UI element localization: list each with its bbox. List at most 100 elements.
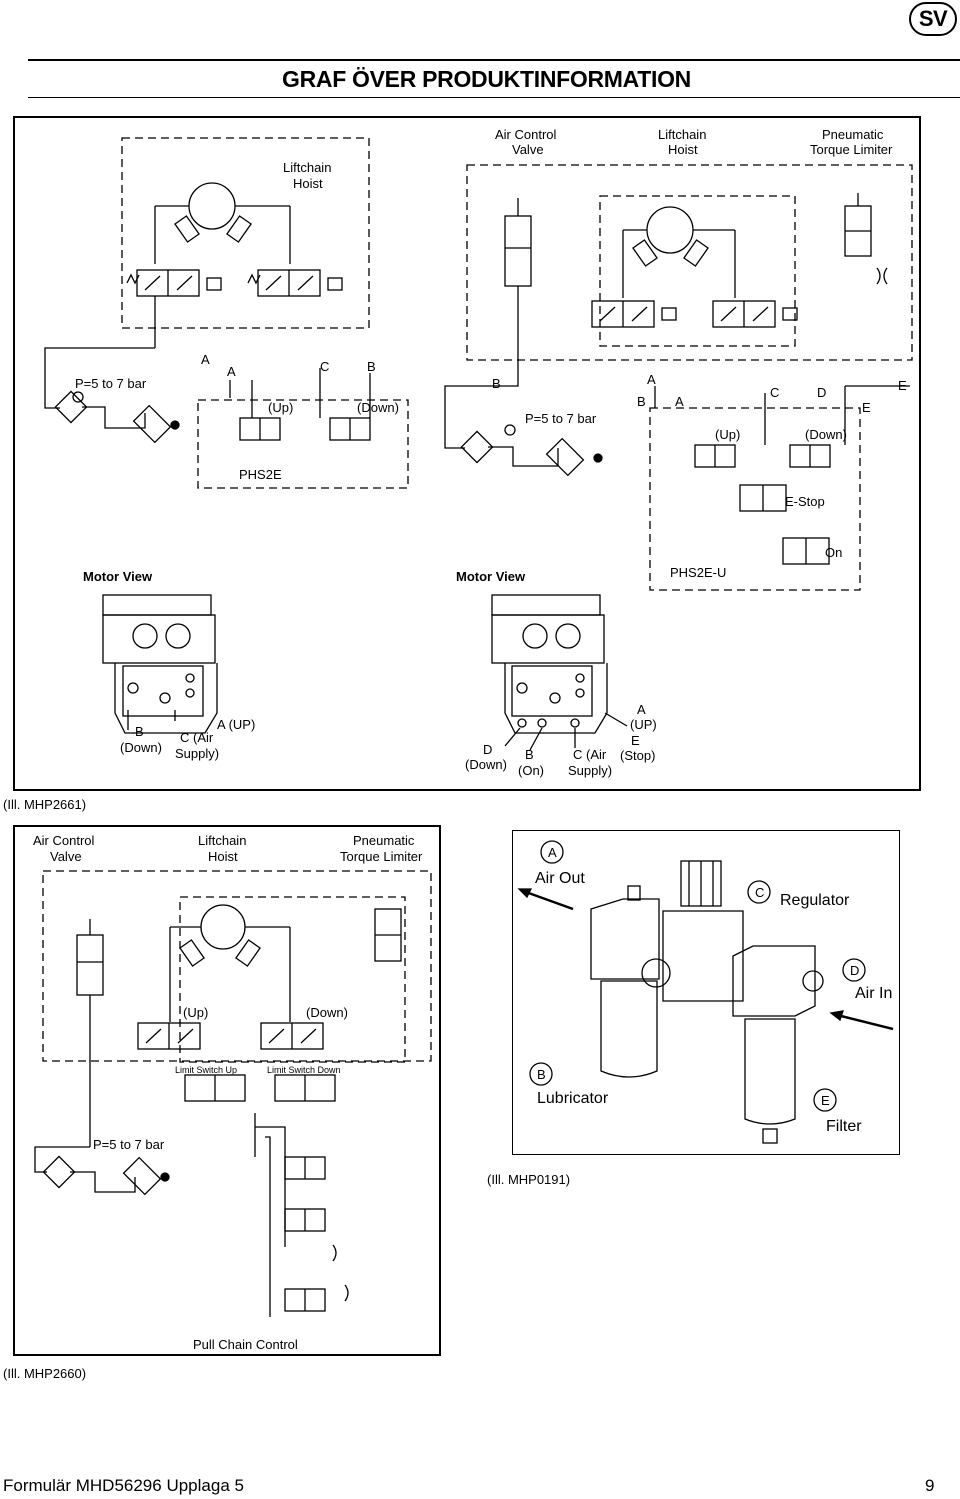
label-mv-left-b-sub: (Down) bbox=[120, 740, 162, 755]
marker-a bbox=[540, 840, 564, 864]
label-port-e-right-1: E bbox=[898, 378, 907, 393]
label-port-a-left-2: A bbox=[227, 364, 236, 379]
filter-head bbox=[732, 945, 816, 1017]
schematic-phs2e: Liftchain Hoist P=5 to 7 bar A A C B (Up… bbox=[44, 127, 913, 778]
label-motor-view-left: Motor View bbox=[83, 569, 153, 584]
fig2-pull-chain: Pull Chain Control bbox=[193, 1337, 298, 1352]
footer-page-number: 9 bbox=[925, 1476, 935, 1495]
label-pressure-right: P=5 to 7 bar bbox=[525, 411, 597, 426]
label-motor-view-right: Motor View bbox=[456, 569, 526, 584]
fig3-e: E bbox=[821, 1093, 830, 1108]
motor-view-left bbox=[102, 594, 218, 734]
hoist-motor-right bbox=[646, 206, 694, 254]
label-down-right: (Down) bbox=[805, 427, 847, 442]
label-up-left: (Up) bbox=[268, 400, 293, 415]
lubricator-body bbox=[590, 898, 660, 980]
marker-b bbox=[529, 1062, 553, 1086]
label-mv-left-c: C (Air bbox=[180, 730, 214, 745]
label-mv-right-e-sub: (Stop) bbox=[620, 748, 655, 763]
label-mv-right-d: D bbox=[483, 742, 492, 757]
label-down-left: (Down) bbox=[357, 400, 399, 415]
label-mv-left-a: A (UP) bbox=[217, 717, 255, 732]
label-ptl-2: Torque Limiter bbox=[810, 142, 893, 157]
caption-mhp2661: (Ill. MHP2661) bbox=[3, 797, 87, 812]
schematic-pull-chain-frame: Air Control Valve Liftchain Hoist Pneuma… bbox=[13, 825, 441, 1356]
label-on: On bbox=[825, 545, 842, 560]
label-mv-right-c-sub: Supply) bbox=[568, 763, 612, 778]
fig2-ls-up: Limit Switch Up bbox=[175, 1065, 237, 1075]
label-acv-1: Air Control bbox=[495, 127, 557, 142]
title-underline bbox=[28, 97, 960, 98]
language-badge: SV bbox=[909, 2, 957, 36]
fig2-ptl-1: Pneumatic bbox=[353, 833, 415, 848]
fig2-ptl-2: Torque Limiter bbox=[340, 849, 423, 864]
phs2e-box bbox=[197, 399, 409, 489]
label-pressure-left: P=5 to 7 bar bbox=[75, 376, 147, 391]
label-model-phs2e-u: PHS2E-U bbox=[670, 565, 726, 580]
regulator-body bbox=[662, 910, 744, 1002]
marker-e bbox=[813, 1088, 837, 1112]
caption-mhp2660: (Ill. MHP2660) bbox=[3, 1366, 87, 1381]
frl-unit-frame: A Air Out C Regulator D Air In B Lubrica… bbox=[512, 830, 900, 1155]
label-port-c-right: C bbox=[770, 385, 779, 400]
header-divider bbox=[28, 59, 960, 61]
fig3-d: D bbox=[850, 963, 859, 978]
label-hoist-left-2: Hoist bbox=[293, 176, 323, 191]
label-port-a-left-1: A bbox=[201, 352, 210, 367]
schematic-phs2e-frame: Liftchain Hoist P=5 to 7 bar A A C B (Up… bbox=[13, 116, 921, 791]
hoist-motor-fig2 bbox=[200, 904, 246, 950]
fig3-d-label: Air In bbox=[855, 985, 892, 1002]
label-mv-right-c: C (Air bbox=[573, 747, 607, 762]
label-port-a-right-2: A bbox=[675, 394, 684, 409]
label-port-d-right: D bbox=[817, 385, 826, 400]
label-estop: E-Stop bbox=[785, 494, 825, 509]
label-ptl-1: Pneumatic bbox=[822, 127, 884, 142]
label-model-phs2e: PHS2E bbox=[239, 467, 282, 482]
label-mv-right-b-sub: (On) bbox=[518, 763, 544, 778]
fig2-pressure: P=5 to 7 bar bbox=[93, 1137, 165, 1152]
schematic-pull-chain: Air Control Valve Liftchain Hoist Pneuma… bbox=[33, 833, 432, 1352]
motor-view-right bbox=[491, 594, 628, 751]
label-port-a-right-1: A bbox=[647, 372, 656, 387]
hoist-motor-left bbox=[188, 182, 236, 230]
fig2-up: (Up) bbox=[183, 1005, 208, 1020]
label-mv-right-b: B bbox=[525, 747, 534, 762]
label-port-b-right-top: B bbox=[492, 376, 501, 391]
label-port-c-left: C bbox=[320, 359, 329, 374]
fig3-b: B bbox=[537, 1067, 546, 1082]
label-port-b-left: B bbox=[367, 359, 376, 374]
label-hoist-right-1: Liftchain bbox=[658, 127, 706, 142]
label-mv-right-a-sub: (UP) bbox=[630, 717, 657, 732]
label-mv-right-d-sub: (Down) bbox=[465, 757, 507, 772]
fig3-a-label: Air Out bbox=[535, 870, 585, 887]
dashed-group-fig2 bbox=[42, 870, 432, 1062]
label-mv-left-c-sub: Supply) bbox=[175, 746, 219, 761]
label-hoist-right-2: Hoist bbox=[668, 142, 698, 157]
marker-c bbox=[747, 880, 771, 904]
dashed-group-right bbox=[466, 164, 913, 361]
fig2-hoist-2: Hoist bbox=[208, 849, 238, 864]
label-hoist-left-1: Liftchain bbox=[283, 160, 331, 175]
pressure-gauge bbox=[641, 958, 671, 988]
fig2-ls-down: Limit Switch Down bbox=[267, 1065, 341, 1075]
caption-mhp0191: (Ill. MHP0191) bbox=[487, 1172, 571, 1187]
fig3-c: C bbox=[755, 885, 764, 900]
label-port-e-right-2: E bbox=[862, 400, 871, 415]
fig3-a: A bbox=[548, 845, 557, 860]
label-acv-2: Valve bbox=[512, 142, 544, 157]
fig3-e-label: Filter bbox=[826, 1118, 862, 1135]
label-port-b-right: B bbox=[637, 394, 646, 409]
marker-d bbox=[842, 958, 866, 982]
frl-unit-illustration: A Air Out C Regulator D Air In B Lubrica… bbox=[517, 840, 894, 1144]
label-mv-left-b: B bbox=[135, 724, 144, 739]
fig3-c-label: Regulator bbox=[780, 892, 850, 909]
fig2-hoist-1: Liftchain bbox=[198, 833, 246, 848]
label-mv-right-a: A bbox=[637, 702, 646, 717]
label-up-right: (Up) bbox=[715, 427, 740, 442]
page-title: GRAF ÖVER PRODUKTINFORMATION bbox=[282, 66, 691, 92]
fig2-acv-1: Air Control bbox=[33, 833, 95, 848]
footer-form-number: Formulär MHD56296 Upplaga 5 bbox=[3, 1476, 244, 1495]
phs2e-u-box bbox=[649, 407, 861, 591]
label-mv-right-e: E bbox=[631, 733, 640, 748]
fig2-acv-2: Valve bbox=[50, 849, 82, 864]
